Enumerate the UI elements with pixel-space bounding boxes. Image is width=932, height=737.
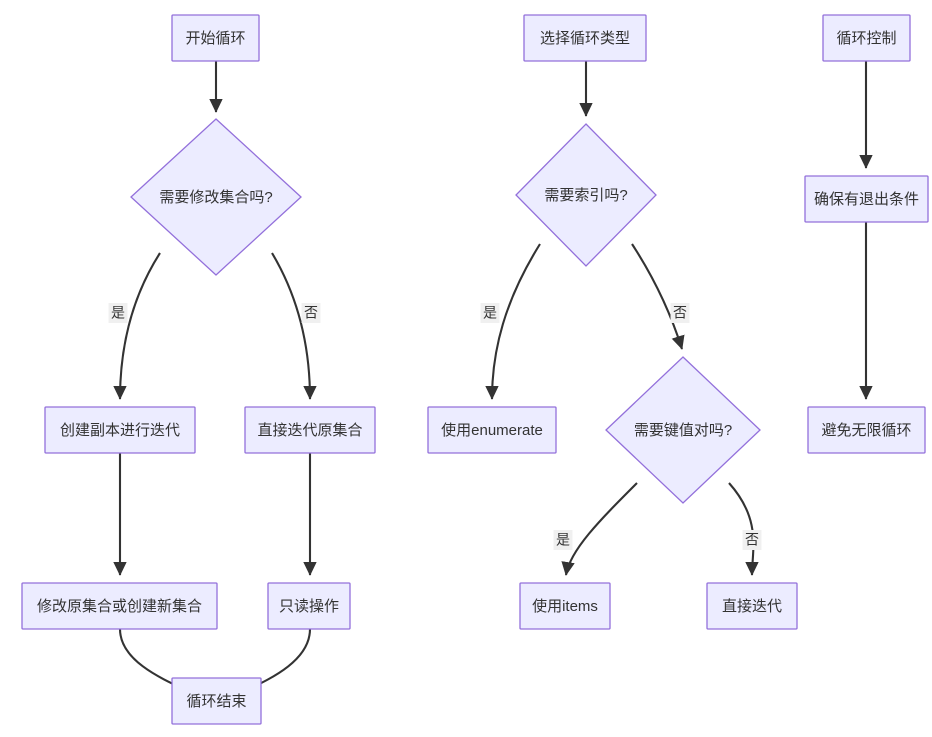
flow-edge [631, 243, 685, 350]
edge-label-background [670, 303, 690, 323]
edge-label-background [108, 303, 128, 323]
process-node[interactable]: 修改原集合或创建新集合 [21, 582, 218, 630]
edge-label: 是 [480, 303, 500, 323]
process-node[interactable]: 只读操作 [267, 582, 351, 630]
rect-shape [519, 582, 611, 630]
edge-label-background [553, 530, 573, 550]
flow-edge [728, 482, 759, 576]
decision-node[interactable]: 需要键值对吗? [605, 356, 761, 504]
rect-shape [21, 582, 218, 630]
rect-shape [523, 14, 647, 62]
diamond-shape [605, 356, 761, 504]
process-node[interactable]: 确保有退出条件 [804, 175, 929, 223]
flow-edge [113, 252, 161, 400]
flow-edge [271, 252, 317, 400]
rect-shape [171, 14, 260, 62]
rect-shape [244, 406, 376, 454]
process-node[interactable]: 循环结束 [171, 677, 262, 725]
rect-shape [807, 406, 926, 454]
rect-shape [706, 582, 798, 630]
diamond-shape [515, 123, 657, 267]
process-node[interactable]: 直接迭代原集合 [244, 406, 376, 454]
process-node[interactable]: 使用items [519, 582, 611, 630]
edge-label-background [742, 530, 762, 550]
decision-node[interactable]: 需要索引吗? [515, 123, 657, 267]
nodes-layer: 开始循环需要修改集合吗? 创建副本进行迭代直接迭代原集合修改原集合或创建新集合 只读… [21, 14, 929, 725]
process-node[interactable]: 避免无限循环 [807, 406, 926, 454]
rect-shape [804, 175, 929, 223]
edge-label-background [480, 303, 500, 323]
process-node[interactable]: 选择循环类型 [523, 14, 647, 62]
edge-label: 是 [108, 303, 128, 323]
edges-layer [113, 61, 873, 691]
process-node[interactable]: 使用enumerate [427, 406, 557, 454]
edge-label: 是 [553, 530, 573, 550]
process-node[interactable]: 循环控制 [822, 14, 911, 62]
rect-shape [267, 582, 351, 630]
decision-node[interactable]: 需要修改集合吗? [130, 118, 302, 276]
rect-shape [44, 406, 196, 454]
rect-shape [427, 406, 557, 454]
edge-label: 否 [742, 530, 762, 550]
edge-label: 否 [670, 303, 690, 323]
diamond-shape [130, 118, 302, 276]
edge-label-background [301, 303, 321, 323]
process-node[interactable]: 创建副本进行迭代 [44, 406, 196, 454]
flow-edge [561, 482, 638, 576]
rect-shape [822, 14, 911, 62]
process-node[interactable]: 直接迭代 [706, 582, 798, 630]
flow-edge [485, 243, 541, 400]
process-node[interactable]: 开始循环 [171, 14, 260, 62]
rect-shape [171, 677, 262, 725]
edge-label: 否 [301, 303, 321, 323]
